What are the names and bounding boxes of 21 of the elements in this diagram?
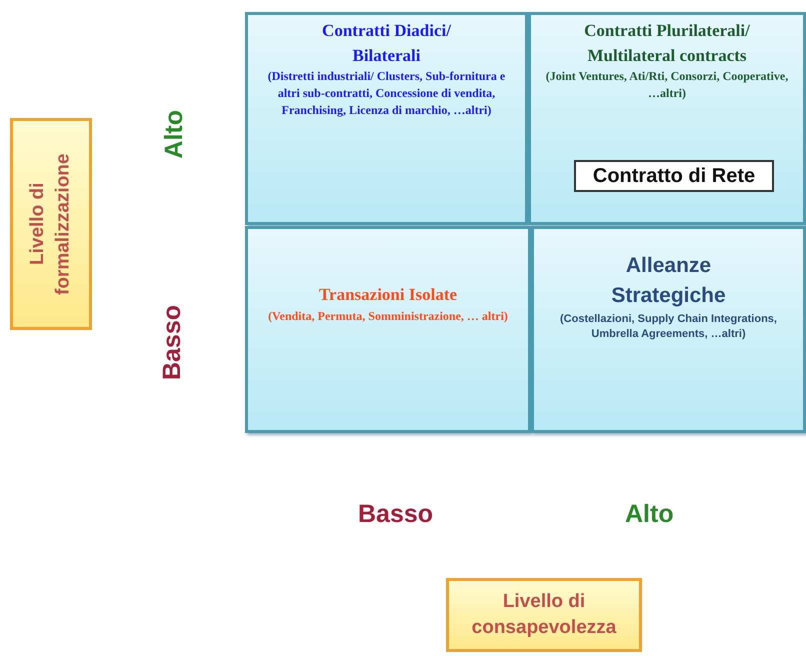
axis-level-label: Alto	[160, 110, 189, 159]
cell-heading: Contratti Diadici/ Bilaterali	[321, 20, 452, 67]
axis-title: Livello di consapevolezza	[470, 590, 618, 640]
matrix-cell	[245, 226, 531, 433]
highlight-box: Contratto di Rete	[574, 160, 774, 192]
cell-heading: Transazioni Isolate	[318, 284, 458, 306]
axis-title: Livello di formalizzazione	[26, 152, 75, 297]
axis-title-box	[446, 578, 642, 652]
cell-description: (Joint Ventures, Ati/Rti, Consorzi, Cooperative, …altri)	[545, 68, 789, 102]
cell-description: (Distretti industriali/ Clusters, Sub-fornitura e altri sub-contratti, Concessione di vendita, Franchising, Licenza di marchio, …altri)	[266, 68, 506, 119]
axis-title-box	[10, 118, 92, 330]
matrix-cell	[528, 12, 806, 225]
axis-level-label: Basso	[358, 500, 434, 529]
cell-heading: Contratti Plurilaterali/ Multilateral contracts	[583, 20, 751, 67]
cell-description: (Vendita, Permuta, Somministrazione, … altri)	[268, 308, 508, 324]
cell-heading: Alleanze Strategiche	[610, 253, 727, 310]
matrix-cell	[531, 226, 806, 433]
cell-description: (Costellazioni, Supply Chain Integrations, Umbrella Agreements, …altri)	[559, 312, 778, 342]
axis-level-label: Alto	[625, 500, 674, 529]
matrix-cell	[245, 12, 528, 225]
axis-level-label: Basso	[158, 305, 187, 380]
